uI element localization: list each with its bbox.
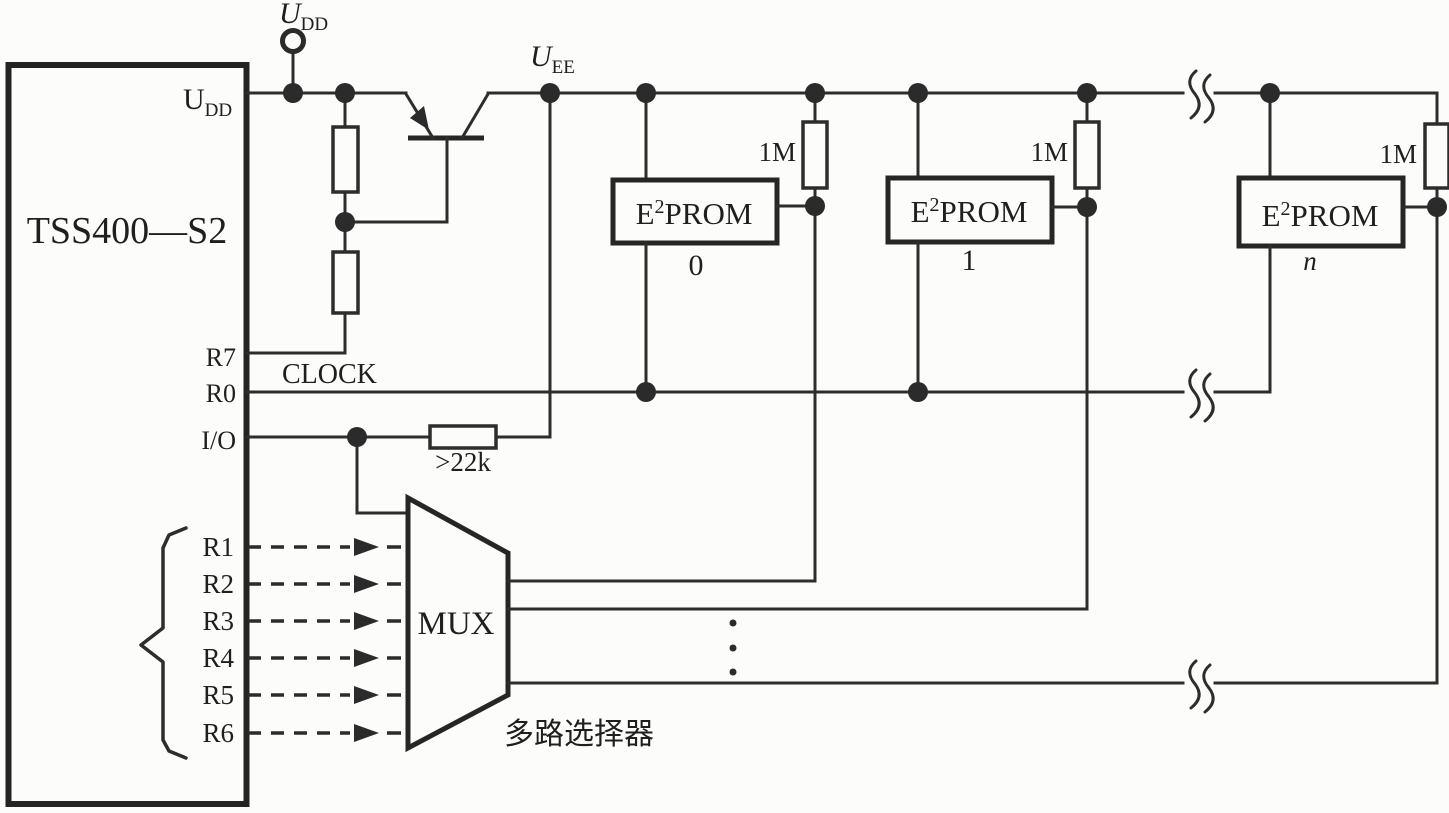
- pin-label-udd: UDD: [183, 83, 232, 121]
- junction-dot: [1427, 197, 1447, 217]
- junction-dot: [347, 427, 367, 447]
- pin-label-io: I/O: [201, 426, 236, 455]
- ellipsis-dot: [729, 619, 737, 627]
- break-symbol: [1202, 73, 1215, 124]
- resistor-divider-upper: [331, 125, 360, 194]
- break-symbol: [1188, 659, 1201, 710]
- udd-terminal: [280, 28, 306, 54]
- pin-label-r5: R5: [202, 680, 234, 710]
- eeprom0-label: E2PROM: [636, 196, 753, 231]
- arrowhead-r5: [354, 686, 379, 704]
- mux-label: MUX: [417, 606, 494, 642]
- pullup1-label: 1M: [1030, 137, 1068, 167]
- junction-dot: [805, 196, 825, 216]
- resistor-22k: [428, 424, 498, 450]
- junction-dot: [636, 83, 656, 103]
- pullup0-label: 1M: [758, 137, 796, 167]
- pin-group-brace: [139, 526, 188, 760]
- junction-dot: [908, 382, 928, 402]
- pin-label-r1: R1: [202, 532, 234, 562]
- transistor-emitter-arrow: [410, 106, 429, 130]
- arrowhead-r1: [354, 538, 379, 556]
- pin-label-r2: R2: [202, 569, 234, 599]
- mux-shape: [405, 493, 511, 753]
- uee-label: UEE: [530, 40, 575, 78]
- break-symbol: [1202, 663, 1215, 714]
- eepromn-label: E2PROM: [1262, 198, 1379, 233]
- arrowhead-r3: [354, 612, 379, 630]
- junction-dot: [1077, 197, 1097, 217]
- eeprom1-label: E2PROM: [911, 194, 1028, 229]
- ellipsis-dot: [729, 644, 737, 652]
- arrowhead-r6: [354, 724, 379, 742]
- clock-label: CLOCK: [282, 359, 377, 390]
- junction-dot: [283, 83, 303, 103]
- tss400-chip-outline: [5, 62, 250, 807]
- transistor-collector: [459, 91, 491, 141]
- resistor-pullupn: [1423, 122, 1449, 190]
- eeprom1-box: [885, 175, 1055, 245]
- resistor-pullup0: [801, 120, 829, 190]
- junction-dot: [1260, 83, 1280, 103]
- chip-title: TSS400—S2: [27, 210, 228, 252]
- pin-label-r0: R0: [206, 379, 236, 408]
- pin-label-r4: R4: [202, 643, 234, 673]
- arrowhead-r2: [354, 575, 379, 593]
- break-symbol: [1188, 69, 1201, 120]
- resistor-divider-lower: [331, 250, 360, 315]
- junction-dot: [335, 212, 355, 232]
- break-symbol: [1188, 368, 1201, 419]
- eepromn-index: n: [1303, 246, 1317, 276]
- eeprom0-box: [610, 177, 780, 246]
- resistor-pullup1: [1073, 120, 1101, 190]
- junction-dot: [540, 83, 560, 103]
- eeprom1-index: 1: [962, 244, 977, 277]
- pin-label-r6: R6: [202, 718, 234, 748]
- udd-supply-label: UDD: [279, 0, 328, 35]
- eeprom0-index: 0: [689, 249, 704, 282]
- resistor-22k-label: >22k: [435, 447, 491, 477]
- eepromn-box: [1236, 175, 1406, 249]
- ellipsis-dot: [729, 668, 737, 676]
- pullupn-label: 1M: [1379, 139, 1417, 169]
- pin-label-r7: R7: [206, 343, 236, 372]
- junction-dot: [335, 83, 355, 103]
- pin-label-r3: R3: [202, 606, 234, 636]
- junction-dot: [636, 382, 656, 402]
- arrowhead-r4: [354, 649, 379, 667]
- break-symbol: [1202, 372, 1215, 423]
- mux-chinese-label: 多路选择器: [504, 718, 654, 751]
- junction-dot: [1077, 83, 1097, 103]
- mux-input-arrows: [248, 538, 401, 742]
- junction-dot: [908, 83, 928, 103]
- junction-dot: [805, 83, 825, 103]
